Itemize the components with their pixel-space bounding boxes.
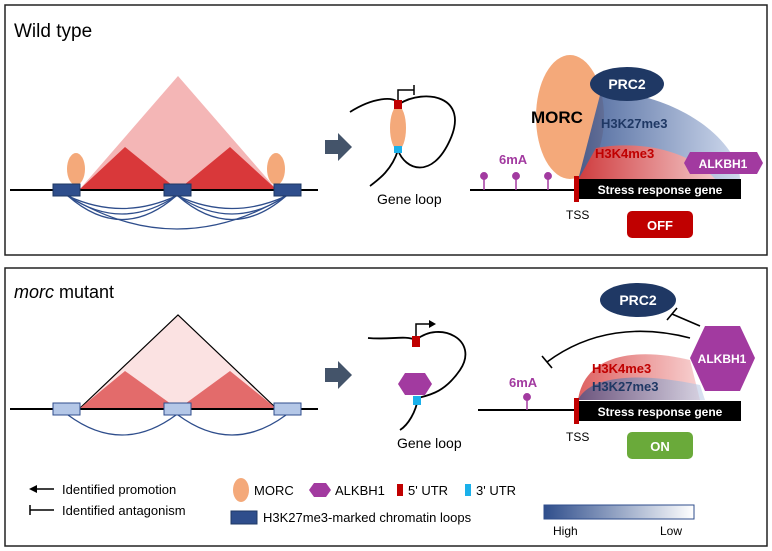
panel-title: Wild type xyxy=(14,21,92,42)
prc2-ellipse xyxy=(590,67,664,101)
svg-text:5' UTR: 5' UTR xyxy=(408,483,448,498)
tss-label: TSS xyxy=(566,430,589,444)
6ma-marks xyxy=(523,393,531,410)
loop-anchor-box xyxy=(273,183,302,197)
svg-text:ALKBH1: ALKBH1 xyxy=(335,483,385,498)
gene-locus-wild-type: 6mA MORC H3K27me3 H3K4me3 PRC2 ALKBH1 St… xyxy=(470,55,763,238)
utr5-marker xyxy=(412,336,420,347)
svg-text:Low: Low xyxy=(660,524,682,538)
wild-type-panel: Wild type xyxy=(4,4,768,256)
6ma-marks xyxy=(480,172,552,190)
antagonism-6ma-icon xyxy=(546,330,691,363)
legend-utr3: 3' UTR xyxy=(465,483,516,498)
loop-anchor-box xyxy=(273,402,302,416)
utr3-icon xyxy=(465,484,471,496)
gene-body xyxy=(574,179,741,199)
antagonism-prc2-icon xyxy=(671,313,701,327)
gradient-bar xyxy=(543,504,695,520)
state-badge xyxy=(627,211,693,238)
h3k4me3-region xyxy=(578,145,716,180)
legend-gradient: High Low xyxy=(543,504,695,538)
alkbh1-hexagon xyxy=(398,373,432,395)
legend-promotion: Identified promotion xyxy=(29,482,176,497)
alkbh1-label: ALKBH1 xyxy=(699,157,748,171)
morc-ellipse xyxy=(390,106,406,150)
legend-morc: MORC xyxy=(233,478,294,502)
promotion-arrow-icon xyxy=(29,485,37,493)
transition-arrow-icon xyxy=(325,361,352,389)
morc-label: MORC xyxy=(531,108,583,127)
morc-ellipse xyxy=(267,153,285,185)
gene-loop-diagram: Gene loop xyxy=(349,85,456,207)
chromatin-triangle xyxy=(77,314,279,410)
6ma-label: 6mA xyxy=(509,375,538,390)
loop-anchor-box xyxy=(163,183,192,197)
morc-icon xyxy=(233,478,249,502)
state-label: OFF xyxy=(647,218,673,233)
svg-text:3' UTR: 3' UTR xyxy=(476,483,516,498)
h3k27me3-label: H3K27me3 xyxy=(601,116,668,131)
chromatin-loops xyxy=(67,195,287,230)
legend-loops: H3K27me3-marked chromatin loops xyxy=(230,510,472,525)
tss-marker xyxy=(574,398,579,424)
svg-text:High: High xyxy=(553,524,578,538)
gene-label: Stress response gene xyxy=(598,405,723,419)
tss-label: TSS xyxy=(566,208,589,222)
svg-text:H3K27me3-marked chromatin loop: H3K27me3-marked chromatin loops xyxy=(263,510,472,525)
loop-anchor-box xyxy=(163,402,192,416)
morc-ellipse xyxy=(67,153,85,185)
prc2-label: PRC2 xyxy=(608,76,646,92)
gene-loop-label: Gene loop xyxy=(397,435,462,451)
alkbh1-hexagon-large xyxy=(690,326,755,391)
panel-title: morc mutant xyxy=(14,282,114,302)
gene-locus-morc-mutant: 6mA H3K4me3 H3K27me3 PRC2 ALKBH1 Stress … xyxy=(478,283,755,459)
gene-label: Stress response gene xyxy=(598,183,723,197)
gene-loop-diagram: Gene loop xyxy=(367,320,467,451)
gene-body xyxy=(574,401,741,421)
h3k27me3-label: H3K27me3 xyxy=(592,379,659,394)
svg-text:Identified antagonism: Identified antagonism xyxy=(62,503,186,518)
loop-anchor-box xyxy=(52,402,81,416)
state-label: ON xyxy=(650,439,670,454)
utr3-marker xyxy=(394,146,402,153)
transition-arrow-icon xyxy=(325,133,352,161)
legend-alkbh1: ALKBH1 xyxy=(309,483,385,498)
h3k4me3-label: H3K4me3 xyxy=(595,146,654,161)
h3k4me3-label: H3K4me3 xyxy=(592,361,651,376)
prc2-ellipse xyxy=(600,283,676,317)
6ma-label: 6mA xyxy=(499,152,528,167)
svg-text:MORC: MORC xyxy=(254,483,294,498)
state-badge xyxy=(627,432,693,459)
chromatin-loops xyxy=(67,414,287,436)
utr5-marker xyxy=(394,100,402,109)
tss-marker xyxy=(574,176,579,202)
gene-loop-label: Gene loop xyxy=(377,191,442,207)
alkbh1-hexagon xyxy=(684,152,763,174)
svg-text:Identified promotion: Identified promotion xyxy=(62,482,176,497)
antagonism-symbol-icon xyxy=(397,85,415,100)
legend-antagonism: Identified antagonism xyxy=(29,503,186,518)
utr3-marker xyxy=(413,396,421,405)
alkbh1-icon xyxy=(309,483,331,497)
legend: Identified promotion Identified antagoni… xyxy=(29,478,695,538)
legend-utr5: 5' UTR xyxy=(397,483,448,498)
morc-mutant-panel: morc mutant Gene loop xyxy=(4,267,768,547)
alkbh1-label: ALKBH1 xyxy=(698,352,747,366)
loop-anchor-box xyxy=(52,183,81,197)
h3k27me3-region xyxy=(578,377,705,400)
promotion-arrow-icon xyxy=(415,323,432,336)
utr5-icon xyxy=(397,484,403,496)
prc2-label: PRC2 xyxy=(619,292,657,308)
loop-box-icon xyxy=(230,510,258,525)
chromatin-triangle xyxy=(79,76,277,190)
